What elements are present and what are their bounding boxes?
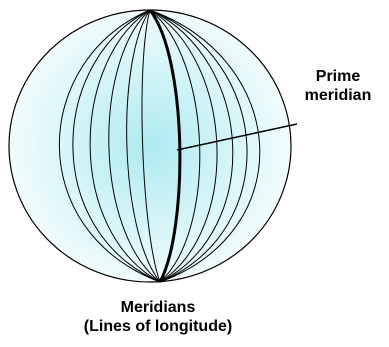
- caption-line2: (Lines of longitude): [40, 317, 276, 336]
- globe: [9, 10, 291, 282]
- prime-meridian-label: Prime meridian: [286, 67, 389, 105]
- prime-meridian-label-line2: meridian: [286, 86, 389, 105]
- caption-line1: Meridians: [40, 298, 276, 317]
- diagram-caption: Meridians (Lines of longitude): [40, 298, 276, 336]
- prime-meridian-label-line1: Prime: [286, 67, 389, 86]
